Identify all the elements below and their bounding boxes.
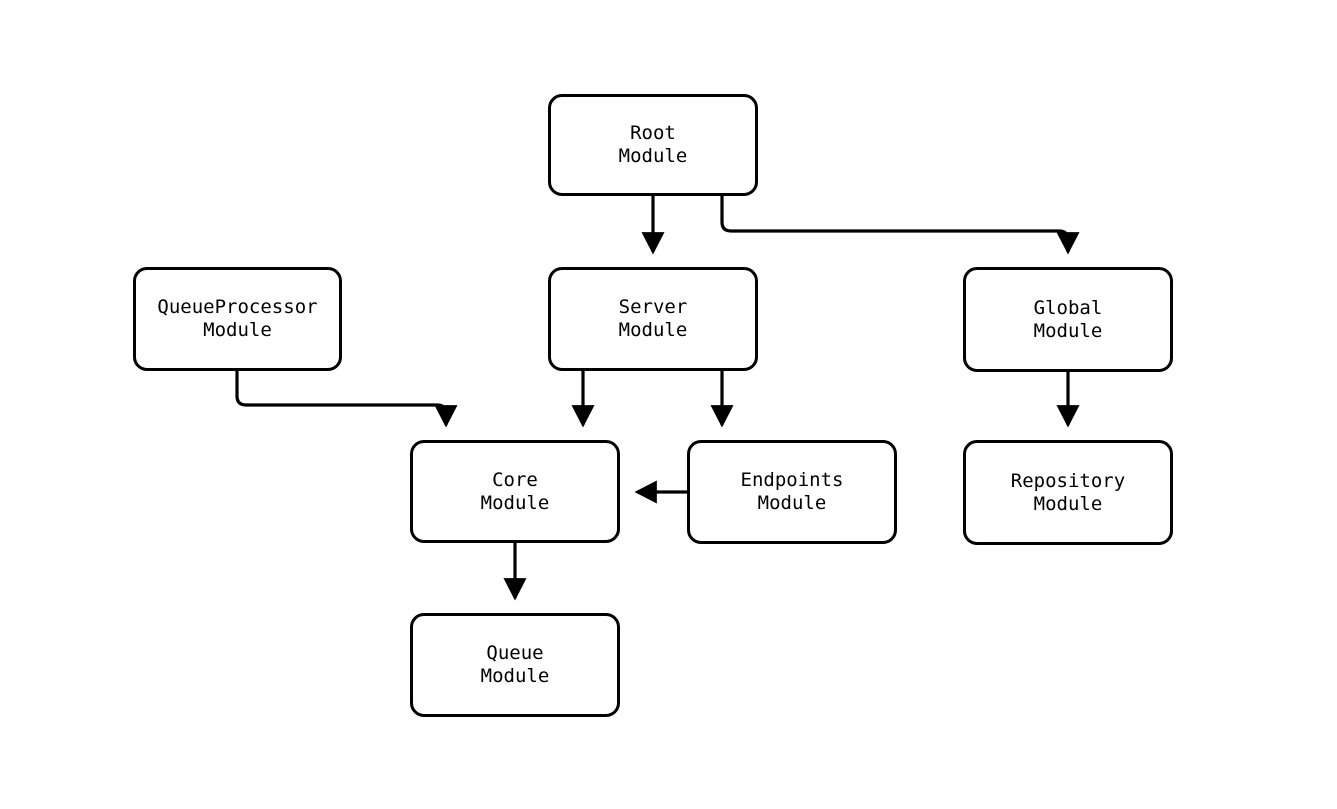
- node-core-module[interactable]: Core Module: [410, 440, 620, 543]
- node-endpoints-module-line1: Endpoints: [740, 469, 844, 491]
- node-core-module-line1: Core: [492, 468, 538, 491]
- node-queue-module[interactable]: Queue Module: [410, 613, 620, 717]
- node-queue-module-line1: Queue: [486, 642, 544, 664]
- node-repository-module-line2: Module: [1033, 492, 1103, 515]
- node-global-module-line1: Global: [1033, 296, 1103, 319]
- node-root-module-line2: Module: [618, 145, 688, 167]
- node-root-module-line1: Root: [630, 122, 676, 144]
- node-repository-module[interactable]: Repository Module: [963, 440, 1173, 545]
- node-server-module[interactable]: Server Module: [548, 267, 758, 371]
- node-core-module-line2: Module: [480, 491, 550, 514]
- node-global-module[interactable]: Global Module: [963, 267, 1173, 372]
- node-server-module-line1: Server: [618, 296, 688, 318]
- node-endpoints-module[interactable]: Endpoints Module: [687, 440, 897, 544]
- node-queueprocessor-module[interactable]: QueueProcessor Module: [133, 267, 342, 371]
- edge-root-to-global: [720, 196, 1080, 255]
- edge-queueprocessor-to-core: [235, 371, 458, 428]
- node-queueprocessor-module-line2: Module: [203, 319, 272, 341]
- node-queueprocessor-module-line1: QueueProcessor: [157, 296, 318, 318]
- node-root-module[interactable]: Root Module: [548, 94, 758, 196]
- node-queue-module-line2: Module: [480, 665, 550, 687]
- node-repository-module-line1: Repository: [1010, 469, 1126, 492]
- node-global-module-line2: Module: [1033, 319, 1103, 342]
- node-endpoints-module-line2: Module: [757, 492, 827, 514]
- node-server-module-line2: Module: [618, 319, 688, 341]
